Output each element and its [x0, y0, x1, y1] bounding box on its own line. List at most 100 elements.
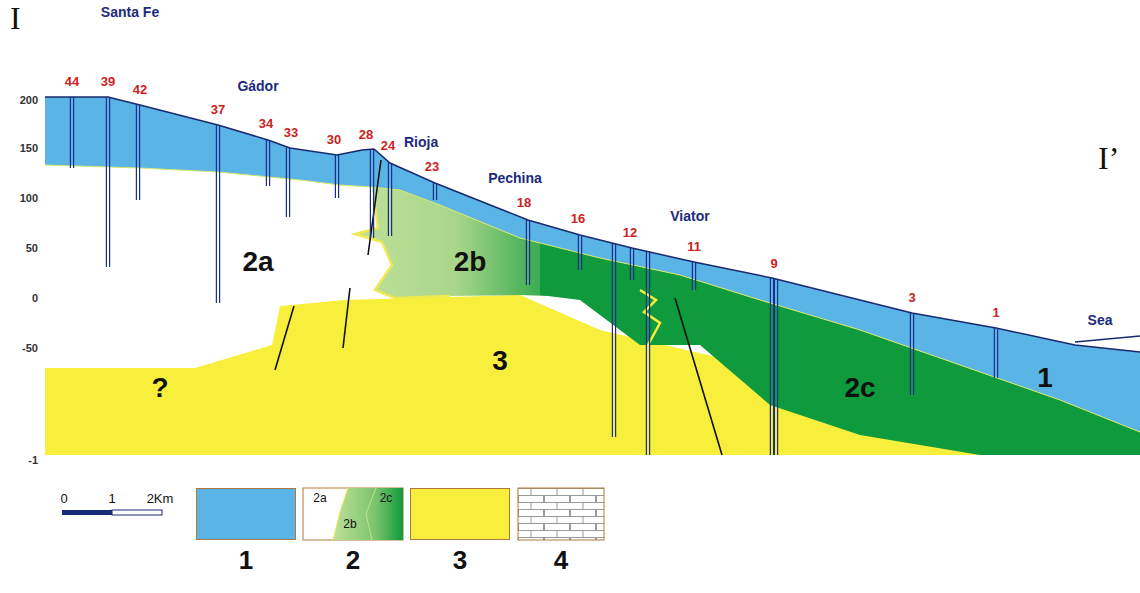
- borehole-number: 28: [359, 128, 373, 143]
- elevation-tick: 200: [20, 94, 38, 107]
- borehole-line: [433, 183, 434, 200]
- borehole-line: [770, 278, 771, 455]
- borehole-line: [388, 163, 389, 236]
- borehole-line: [630, 248, 631, 280]
- borehole-line: [373, 149, 374, 238]
- unit-label: 2c: [844, 372, 875, 404]
- legend-sublabel: 2c: [380, 492, 393, 506]
- borehole-line: [106, 97, 107, 267]
- borehole-line: [286, 147, 287, 217]
- borehole-number: 44: [65, 75, 79, 90]
- borehole-line: [529, 220, 530, 285]
- borehole-line: [139, 105, 140, 201]
- place-name: Santa Fe: [101, 4, 159, 20]
- elevation-tick: 50: [26, 242, 38, 255]
- legend-number: 1: [239, 546, 253, 576]
- legend-swatch: [410, 488, 510, 540]
- borehole-number: 42: [133, 83, 147, 98]
- scale-bar: [112, 510, 162, 515]
- unit-1-area: [45, 97, 1140, 432]
- borehole-line: [773, 278, 774, 455]
- place-name: Rioja: [404, 134, 438, 150]
- borehole-line: [777, 279, 778, 455]
- borehole-line: [436, 183, 437, 200]
- borehole-line: [136, 105, 137, 201]
- borehole-line: [578, 235, 579, 270]
- faults: [275, 160, 722, 455]
- elevation-tick: 100: [20, 192, 38, 205]
- borehole-line: [633, 248, 634, 280]
- borehole-line: [335, 155, 336, 198]
- borehole-line: [269, 140, 270, 186]
- borehole-number: 9: [770, 257, 777, 272]
- borehole-number: 34: [259, 117, 273, 132]
- section-end-mark: I’: [1098, 140, 1119, 177]
- place-name: Gádor: [237, 78, 278, 94]
- legend-sublabel: 2b: [343, 518, 356, 532]
- borehole-number: 37: [211, 103, 225, 118]
- legend-number: 3: [453, 546, 467, 576]
- borehole-line: [526, 220, 527, 285]
- borehole-line: [997, 328, 998, 378]
- borehole-line: [219, 125, 220, 303]
- legend-number: 4: [554, 546, 568, 576]
- borehole-number: 12: [623, 226, 637, 241]
- place-name: Sea: [1088, 312, 1113, 328]
- borehole-number: 18: [517, 196, 531, 211]
- borehole-line: [581, 235, 582, 270]
- scale-bar: [62, 510, 112, 515]
- borehole-number: 24: [381, 139, 395, 154]
- borehole-line: [695, 262, 696, 290]
- elevation-tick: 150: [20, 142, 38, 155]
- borehole-line: [649, 252, 650, 455]
- scale-label: 1: [108, 492, 115, 507]
- borehole-number: 16: [571, 212, 585, 227]
- unit-label: ?: [151, 372, 168, 404]
- borehole-line: [109, 97, 110, 267]
- legend-number: 2: [346, 546, 360, 576]
- borehole-number: 39: [101, 75, 115, 90]
- section-end-mark: I: [10, 0, 21, 37]
- ground-surface: [45, 97, 1140, 352]
- borehole-number: 30: [327, 133, 341, 148]
- place-name: Pechina: [488, 170, 542, 186]
- unit-label: 2b: [454, 246, 487, 278]
- borehole-number: 1: [992, 306, 999, 321]
- borehole-line: [615, 244, 616, 438]
- elevation-tick: -1: [28, 454, 38, 467]
- legend-sublabel: 2a: [313, 492, 326, 506]
- borehole-number: 33: [284, 126, 298, 141]
- borehole-line: [913, 313, 914, 395]
- borehole-line: [73, 97, 74, 168]
- borehole-line: [774, 279, 775, 455]
- borehole-line: [910, 313, 911, 395]
- borehole-line: [70, 97, 71, 168]
- legend-swatch: [196, 488, 296, 540]
- borehole-line: [692, 262, 693, 290]
- borehole-number: 11: [687, 240, 701, 255]
- borehole-line: [391, 163, 392, 236]
- borehole-line: [370, 149, 371, 238]
- borehole-line: [216, 125, 217, 303]
- boreholes: [70, 97, 997, 455]
- legend-swatch-4: [518, 488, 604, 540]
- scale-label: 0: [60, 492, 67, 507]
- elevation-tick: -50: [22, 342, 38, 355]
- borehole-line: [646, 252, 647, 455]
- unit-1-base: [45, 165, 1140, 432]
- unit-label: 1: [1037, 362, 1053, 394]
- legend-swatch-2: [303, 488, 403, 540]
- borehole-number: 23: [425, 160, 439, 175]
- scale-label: 2Km: [147, 492, 174, 507]
- borehole-line: [266, 140, 267, 186]
- borehole-number: 3: [908, 291, 915, 306]
- borehole-line: [338, 155, 339, 198]
- unit-label: 3: [492, 345, 508, 377]
- unit-label: 2a: [242, 246, 273, 278]
- elevation-tick: 0: [32, 292, 38, 305]
- borehole-line: [994, 328, 995, 378]
- sea-level-line: [1075, 336, 1140, 342]
- borehole-line: [289, 147, 290, 217]
- borehole-line: [612, 244, 613, 438]
- place-name: Viator: [670, 208, 709, 224]
